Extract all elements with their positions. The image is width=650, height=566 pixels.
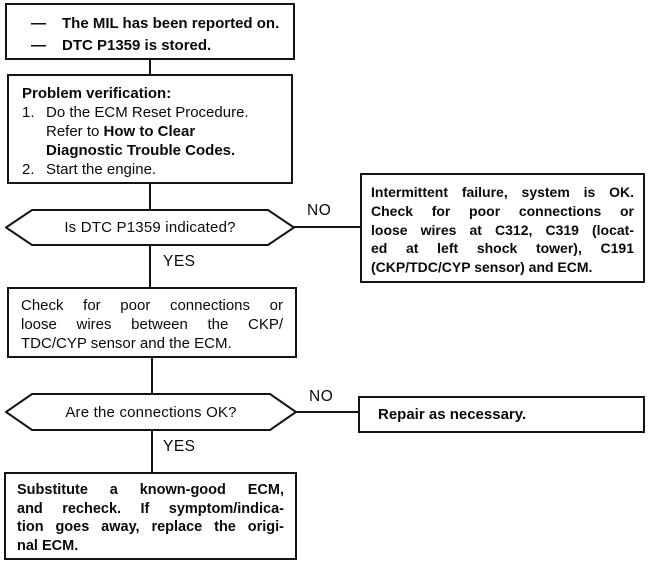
step-number: 2. — [22, 161, 35, 178]
yes-label-2: YES — [163, 438, 196, 455]
step-number: 1. — [22, 104, 35, 121]
action-line: Substitute a known-good ECM, — [17, 482, 284, 498]
no-label-1: NO — [307, 202, 332, 219]
action-line: Check for poor connections or — [21, 297, 283, 314]
step-body: Start the engine. — [46, 160, 283, 179]
step-line-reference: Diagnostic Trouble Codes. — [46, 142, 236, 159]
dash-bullet: — — [31, 37, 46, 54]
condition-text: The MIL has been reported on. — [62, 15, 280, 32]
action-line: nal ECM. — [17, 537, 79, 554]
no-label-2: NO — [309, 388, 334, 405]
flow-connector-3 — [149, 245, 151, 287]
problem-verification-box: Problem verification: 1. Do the ECM Rese… — [7, 74, 293, 184]
flow-connector-5 — [151, 430, 153, 472]
flow-connector-4 — [151, 357, 153, 394]
repair-box: Repair as necessary. — [358, 396, 645, 433]
decision-hexagon-connections-ok: Are the connections OK? — [5, 393, 297, 431]
result-line: (CKP/TDC/CYP sensor) and ECM. — [371, 259, 593, 276]
no-branch-line-2 — [295, 411, 358, 413]
intermittent-failure-box: Intermittent failure, system is OK. Chec… — [360, 173, 645, 283]
no-branch-line-1 — [293, 226, 360, 228]
result-line: Check for poor connections or — [371, 202, 634, 219]
condition-line: — The MIL has been reported on. — [31, 13, 287, 35]
verification-step-1: 1. Do the ECM Reset Procedure. Refer to … — [22, 103, 283, 160]
substitute-ecm-box: Substitute a known-good ECM, and recheck… — [4, 472, 297, 560]
yes-label-1: YES — [163, 253, 196, 270]
check-connections-box: Check for poor connections or loose wire… — [7, 287, 297, 358]
condition-text: DTC P1359 is stored. — [62, 37, 212, 54]
result-line: ed at left shock tower), C191 — [371, 240, 634, 257]
dash-bullet: — — [31, 15, 46, 32]
result-line: Intermittent failure, system is OK. — [371, 184, 634, 200]
result-text: Repair as necessary. — [378, 406, 527, 423]
step-line: Refer to How to Clear — [46, 122, 283, 141]
action-line: tion goes away, replace the origi- — [17, 519, 284, 535]
start-condition-box: — The MIL has been reported on. — DTC P1… — [5, 3, 295, 60]
step-line-normal: Refer to — [46, 123, 104, 140]
verification-title: Problem verification: — [22, 85, 172, 102]
step-line: Do the ECM Reset Procedure. — [46, 104, 249, 121]
action-line: and recheck. If symptom/indica- — [17, 500, 284, 517]
decision-hexagon-dtc-indicated: Is DTC P1359 indicated? — [5, 209, 295, 246]
step-body: Do the ECM Reset Procedure. Refer to How… — [46, 103, 283, 160]
action-line: loose wires between the CKP/ — [21, 316, 283, 333]
condition-line: — DTC P1359 is stored. — [31, 35, 287, 57]
step-line: Start the engine. — [46, 161, 157, 178]
action-line: TDC/CYP sensor and the ECM. — [21, 335, 232, 352]
step-line-reference: How to Clear — [103, 123, 196, 140]
result-line: loose wires at C312, C319 (locat- — [371, 221, 634, 238]
decision-question: Is DTC P1359 indicated? — [64, 219, 236, 236]
flow-connector-1 — [149, 59, 151, 75]
flow-connector-2 — [149, 184, 151, 210]
decision-question: Are the connections OK? — [65, 403, 237, 421]
verification-step-2: 2. Start the engine. — [22, 160, 283, 179]
